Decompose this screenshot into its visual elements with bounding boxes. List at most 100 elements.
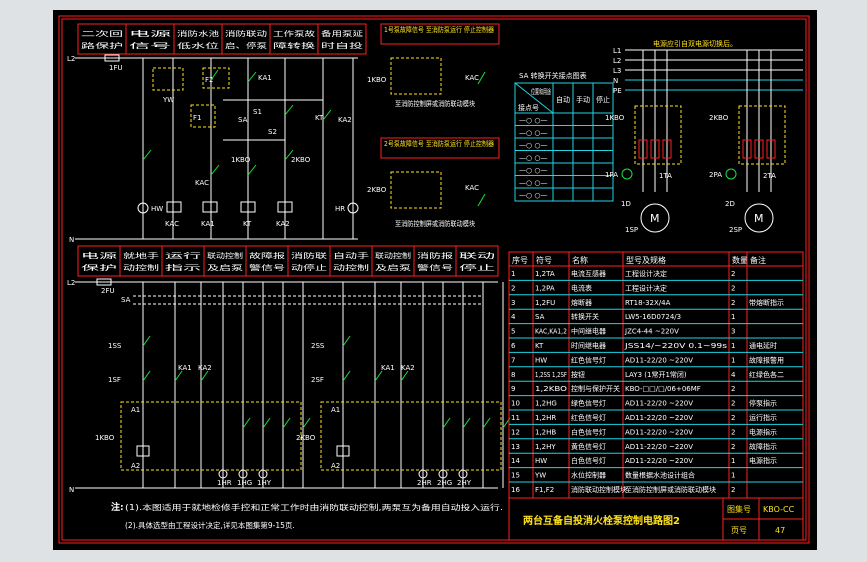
ammeter-label: 2PA xyxy=(709,171,722,179)
motor-label: M xyxy=(650,212,660,225)
bom-cell: JSS14/~220V 0.1~99s xyxy=(624,342,728,350)
power-line-label: L3 xyxy=(613,67,621,75)
mid-header-cell-line2: 及启泵 xyxy=(207,263,243,272)
bom-cell: 带熔断指示 xyxy=(749,298,784,307)
bom-cell: 1,2KBO xyxy=(535,385,568,393)
contact xyxy=(342,370,351,382)
indicator-lamp xyxy=(418,469,428,479)
sa-row-contact: —○ ○— xyxy=(519,129,547,137)
bom-cell: 1,2PA xyxy=(535,284,555,292)
ammeter xyxy=(621,168,633,180)
box2-relay: 2KBO xyxy=(367,186,387,194)
mid-header-cell-line2: 动停止 xyxy=(291,263,327,272)
bom-cell: 2 xyxy=(731,428,735,436)
sa-col-manual: 手动 xyxy=(576,95,590,104)
coil-kac xyxy=(166,201,182,213)
sa-row-contact: —○ ○— xyxy=(519,192,547,200)
atlas-value: KBO-CC xyxy=(763,505,795,514)
schematic-canvas: 二次回路保护电源信号消防水池低水位消防联动启、停泵工作泵故障转换备用泵延时自投 … xyxy=(58,15,810,544)
bom-header-cell: 备注 xyxy=(750,255,766,265)
bom-cell: 运行指示 xyxy=(749,413,777,422)
bom-cell: 12 xyxy=(511,428,520,436)
bom-header-cell: 符号 xyxy=(536,255,552,265)
lamp-label: 1HG xyxy=(237,479,252,487)
bom-cell: 1,2FU xyxy=(535,299,555,307)
fuse-symbol xyxy=(96,278,112,286)
mid-header-cell: 联动 xyxy=(459,251,495,260)
bom-cell: LW5-16D0724/3 xyxy=(625,313,681,321)
bom-cell: AD11-22/20 ~220V xyxy=(625,414,693,422)
coil-ka1 xyxy=(202,201,218,213)
bom-cell: AD11-22/20 ~220V xyxy=(625,400,693,408)
bom-cell: 红绿色各二 xyxy=(749,370,784,379)
sa-contact-table: SA 转换开关接点图表 —○ ○——○ ○——○ ○——○ ○——○ ○——○ … xyxy=(514,71,614,202)
bom-cell: 白色信号灯 xyxy=(571,427,606,436)
bom-cell: 7 xyxy=(511,356,515,364)
bom-cell: 2 xyxy=(731,443,735,451)
hw-label: HW xyxy=(151,205,163,213)
page-label: 页号 xyxy=(731,526,747,535)
motor-id: 1SP xyxy=(625,226,638,234)
bom-cell: 数量根据水池设计组合 xyxy=(625,471,695,480)
bom-cell: 2 xyxy=(511,284,515,292)
breaker-pole xyxy=(742,139,752,159)
coil-kac-label: KAC xyxy=(165,220,179,228)
bom-cell: 14 xyxy=(511,457,520,465)
f1-label: F1 xyxy=(193,114,201,122)
bom-cell: 中间继电器 xyxy=(571,327,606,336)
bottom-control-circuit: 电源保护就地手动控制运行指示联动控制及启泵故障报警信号消防联动停止自动手动控制联… xyxy=(67,245,511,494)
breaker-module xyxy=(738,105,786,165)
yw-label: YW xyxy=(162,96,174,104)
mid-header-cell: 消防联 xyxy=(291,251,327,260)
ammeter xyxy=(725,168,737,180)
indicator-lamp xyxy=(458,469,468,479)
a2-label: A2 xyxy=(131,462,140,470)
bom-cell: 1 xyxy=(731,457,735,465)
bom-cell: 1,2HG xyxy=(535,400,557,408)
mid-header-cell-line2: 及启泵 xyxy=(375,263,411,272)
lamp-label: 1HR xyxy=(217,479,232,487)
indicator-lamp xyxy=(258,469,268,479)
breaker-pole xyxy=(650,139,660,159)
motor-d-label: 2D xyxy=(725,200,735,208)
notes-prefix: 注: xyxy=(111,501,124,513)
header-cell-line2: 时自投 xyxy=(321,41,363,50)
bom-cell: 时间继电器 xyxy=(571,341,606,350)
contact xyxy=(142,370,151,382)
box2-title: 2号泵故障信号 至消防泵运行 停止控制器 xyxy=(384,139,494,148)
breaker-pole xyxy=(766,139,776,159)
box1-header xyxy=(380,23,500,45)
bom-cell: 1,2TA xyxy=(535,270,555,278)
bom-cell: 电源指示 xyxy=(749,427,777,436)
bom-cell: AD11-22/20 ~220V xyxy=(625,443,693,451)
f2-label: F2 xyxy=(205,76,213,84)
contact xyxy=(174,370,183,382)
breaker-pole xyxy=(662,139,672,159)
motor-label: M xyxy=(754,212,764,225)
lamp-label: 2HY xyxy=(457,479,472,487)
ct-label: 1TA xyxy=(659,172,672,180)
bom-cell: 停泵指示 xyxy=(749,399,777,408)
1kbo-label: 1KBO xyxy=(231,156,251,164)
1kbo-bottom-label: 1KBO xyxy=(95,434,115,442)
level-switch-box xyxy=(152,67,184,91)
bom-cell: 绿色信号灯 xyxy=(571,399,606,408)
bom-header-cell: 序号 xyxy=(512,255,528,265)
power-line-label: PE xyxy=(613,87,622,95)
bom-cell: HW xyxy=(535,457,547,465)
bom-cell: 4 xyxy=(511,313,516,321)
indicator-lamp xyxy=(238,469,248,479)
bom-cell: 2 xyxy=(731,400,735,408)
1sf-label: 1SF xyxy=(108,376,121,384)
ka1-bottom-label: KA1 xyxy=(178,364,192,372)
coil-ka1-label: KA1 xyxy=(201,220,215,228)
contact xyxy=(342,335,351,347)
coil-kt xyxy=(240,201,256,213)
bom-cell: 按钮 xyxy=(571,370,585,379)
coil-ka2-label: KA2 xyxy=(276,220,290,228)
contact xyxy=(482,417,491,429)
mid-header-cell-line2: 保护 xyxy=(81,263,117,272)
outer-frame xyxy=(58,15,810,544)
bom-cell: 1,2HB xyxy=(535,428,556,436)
